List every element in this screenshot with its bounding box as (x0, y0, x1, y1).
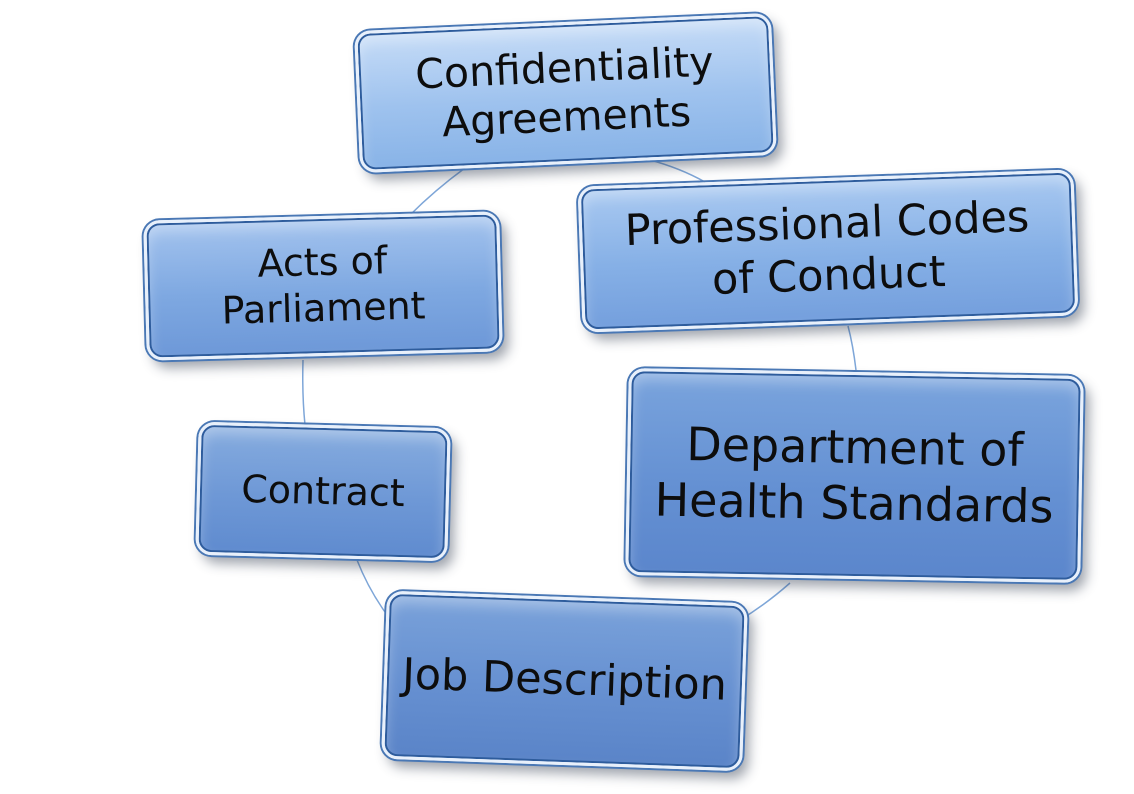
node-label: Acts of Parliament (221, 238, 427, 333)
node-job-description: Job Description (381, 590, 748, 772)
connector-confidentiality-professional (649, 159, 706, 183)
node-acts-of-parliament: Acts of Parliament (143, 211, 503, 361)
node-contract: Contract (195, 421, 451, 562)
connector-professional-department (847, 325, 857, 371)
connector-acts-confidentiality (409, 167, 466, 216)
node-label: Contract (240, 466, 406, 515)
node-confidentiality-agreements: Confidentiality Agreements (354, 12, 777, 174)
node-department-of-health-standards: Department of Health Standards (625, 368, 1084, 583)
node-label: Professional Codes of Conduct (624, 192, 1031, 306)
node-professional-codes-of-conduct: Professional Codes of Conduct (577, 169, 1079, 333)
node-label: Department of Health Standards (654, 417, 1054, 533)
connector-department-job (739, 582, 791, 621)
connector-job-contract (356, 559, 386, 613)
connector-contract-acts (302, 359, 306, 426)
node-label: Confidentiality Agreements (414, 37, 715, 147)
node-label: Job Description (401, 649, 728, 711)
cycle-connectors (302, 159, 857, 621)
